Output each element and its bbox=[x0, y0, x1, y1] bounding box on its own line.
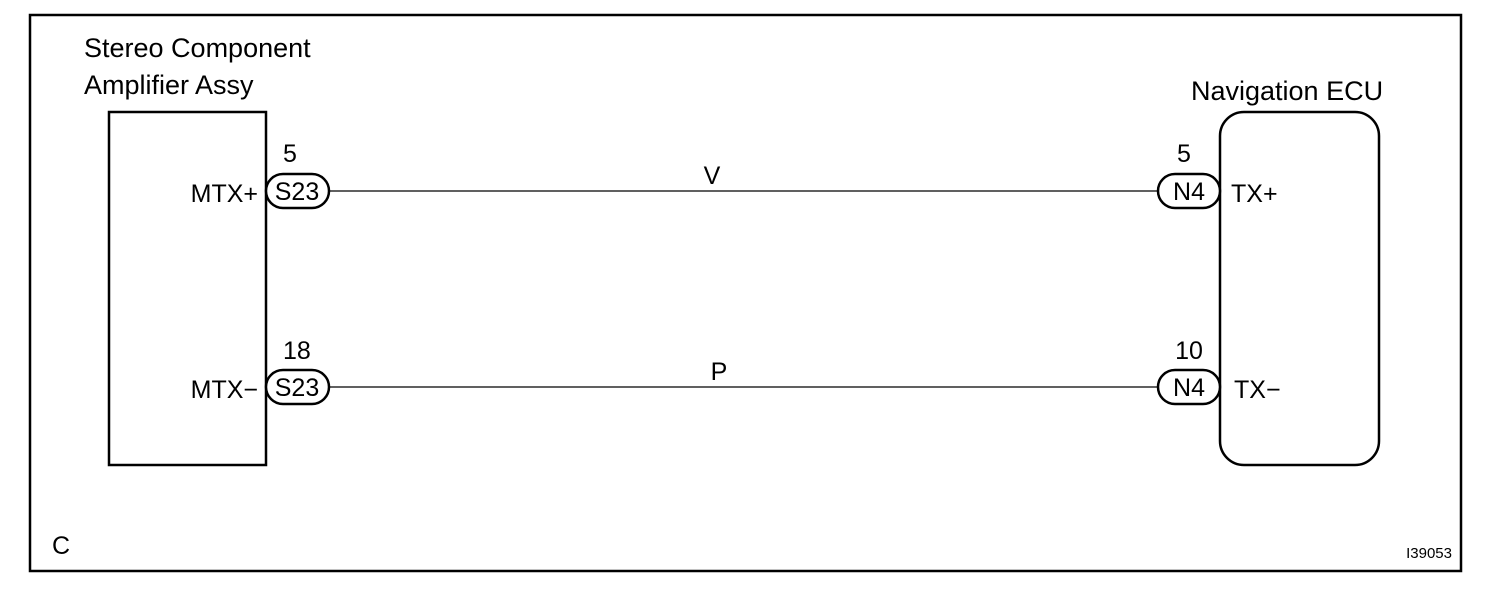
amplifier-name-line1: Stereo Component bbox=[84, 33, 311, 63]
amplifier-box bbox=[107, 110, 268, 467]
amplifier-pin-label: MTX− bbox=[191, 376, 258, 404]
amplifier-pin-number: 18 bbox=[283, 337, 311, 365]
amplifier-name-line2: Amplifier Assy bbox=[84, 70, 254, 100]
circuit-lower: MTX− 18 S23 P 10 N4 TX− bbox=[191, 337, 1281, 406]
diagram-frame bbox=[28, 13, 1463, 573]
navigation-pin-label: TX+ bbox=[1231, 180, 1278, 208]
navigation-box bbox=[1218, 110, 1381, 467]
circuit-upper: MTX+ 5 S23 V 5 N4 TX+ bbox=[191, 140, 1278, 210]
navigation-pin-number: 10 bbox=[1175, 337, 1203, 365]
connector-shape bbox=[1156, 368, 1222, 406]
amplifier-connector-id: S23 bbox=[275, 178, 319, 206]
amplifier-pin-label: MTX+ bbox=[191, 180, 258, 208]
wire-color-code: V bbox=[704, 162, 721, 190]
navigation-pin-label: TX− bbox=[1234, 376, 1281, 404]
figure-id: I39053 bbox=[1406, 545, 1452, 562]
navigation-connector-id: N4 bbox=[1173, 178, 1205, 206]
amplifier-pin-number: 5 bbox=[283, 140, 297, 168]
navigation-connector-id: N4 bbox=[1173, 374, 1205, 402]
amplifier-connector-id: S23 bbox=[275, 374, 319, 402]
corner-label: C bbox=[52, 532, 70, 560]
connector-shape bbox=[1156, 172, 1222, 210]
navigation-pin-number: 5 bbox=[1177, 140, 1191, 168]
wire-color-code: P bbox=[711, 358, 728, 386]
navigation-name: Navigation ECU bbox=[1191, 76, 1383, 106]
